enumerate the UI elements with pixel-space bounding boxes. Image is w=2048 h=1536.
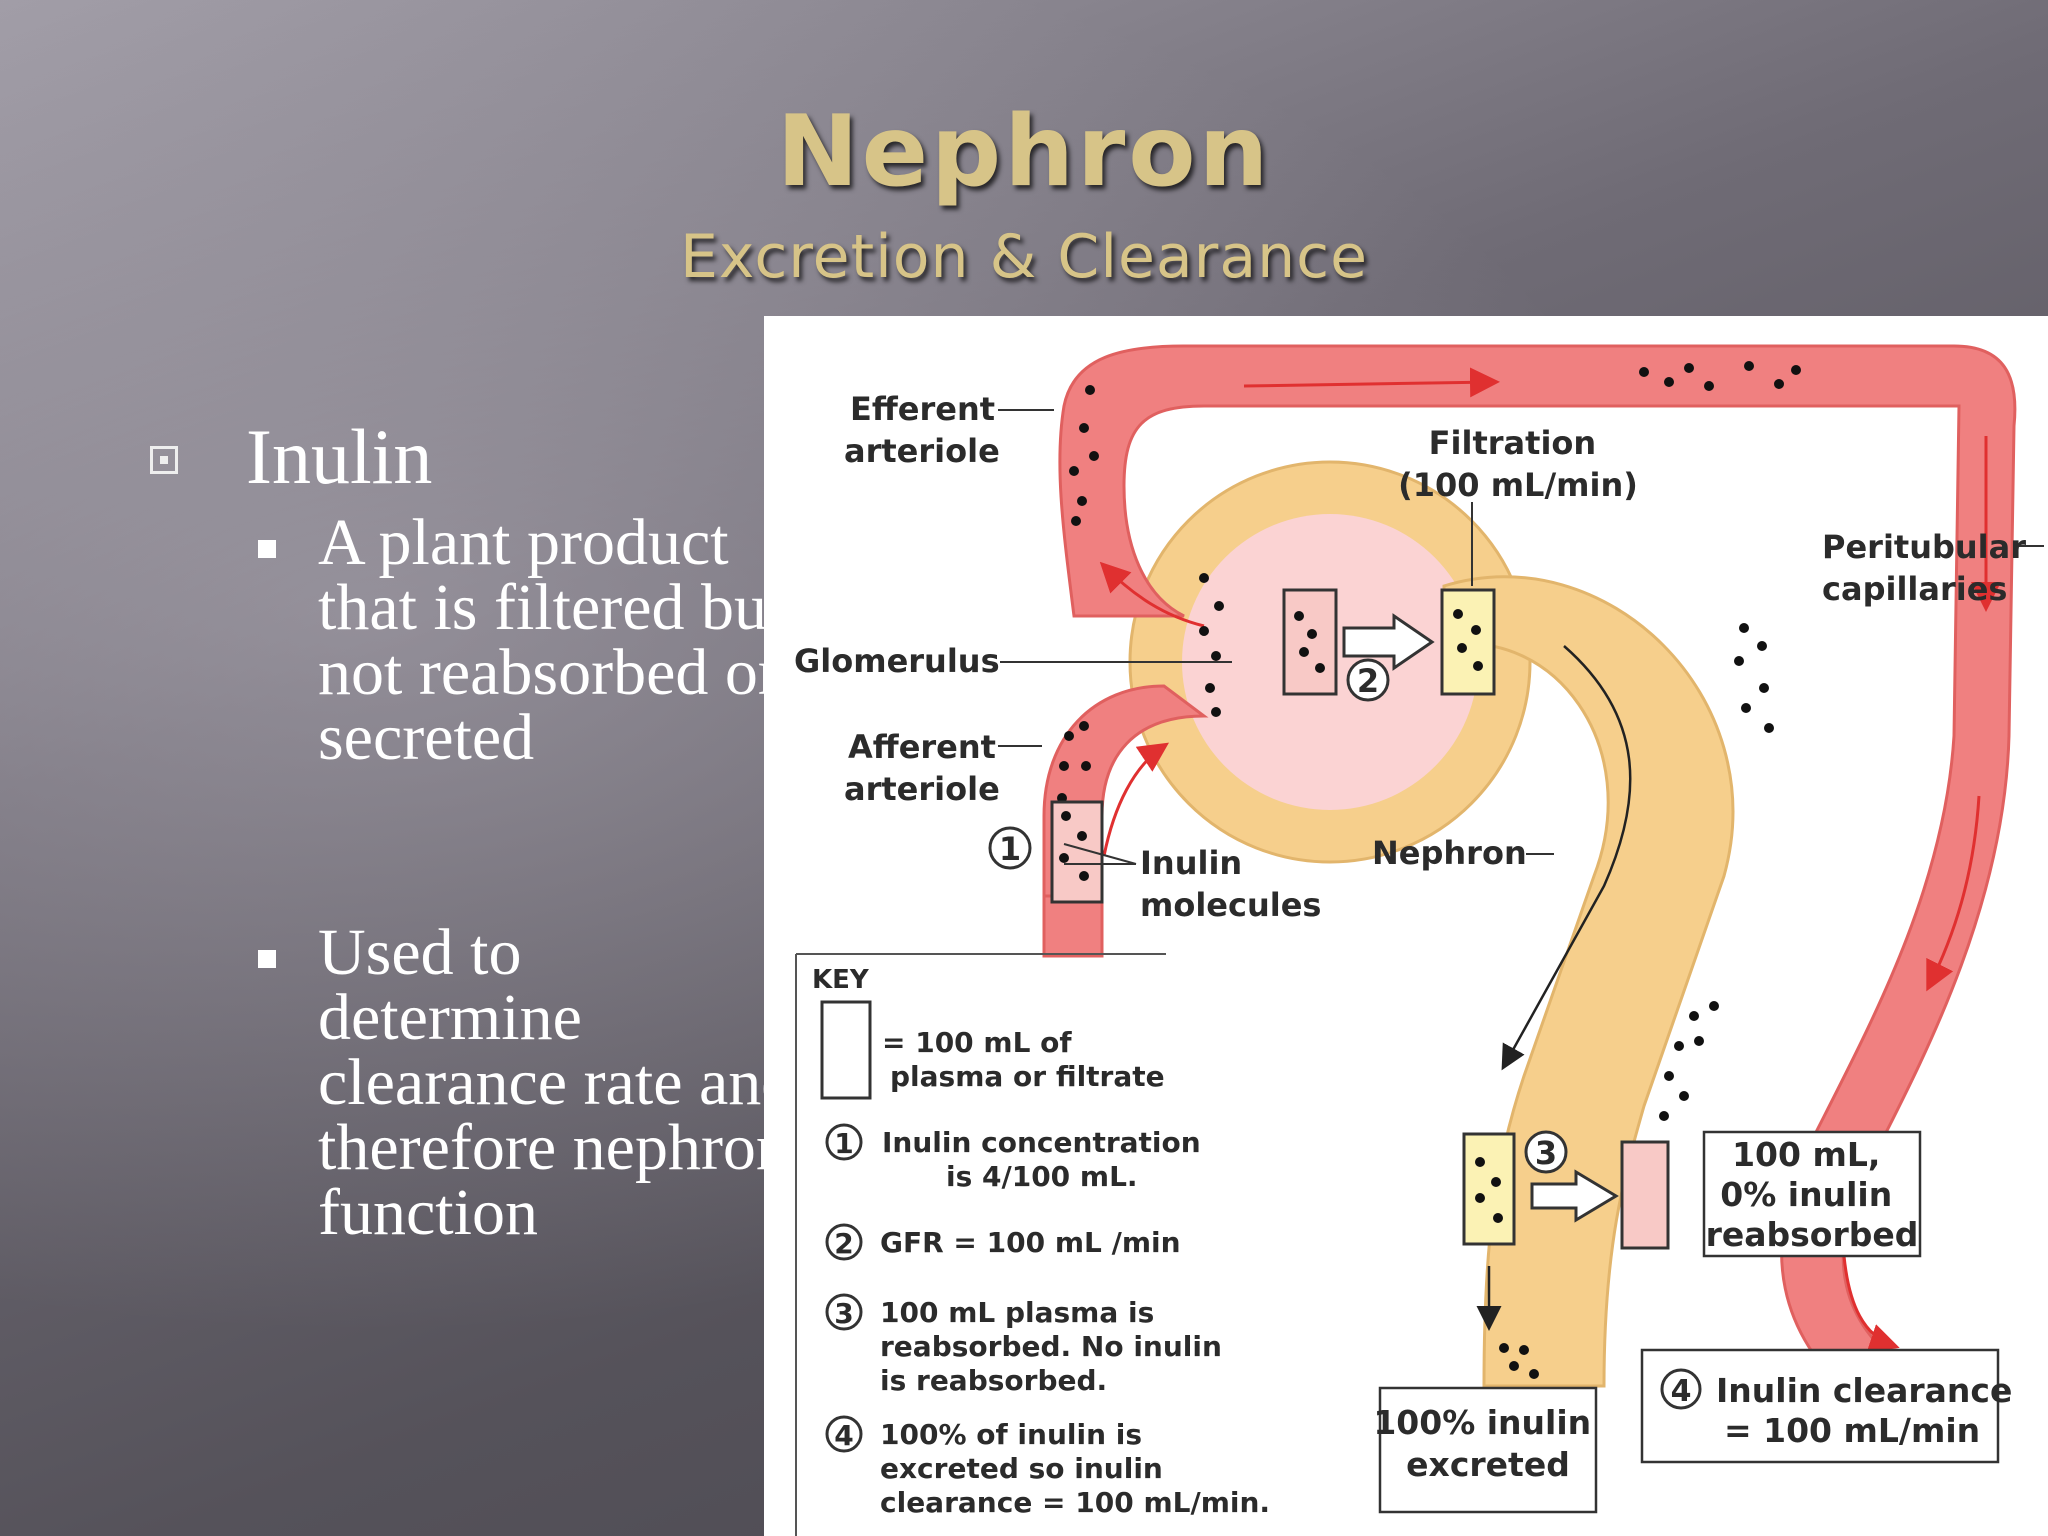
label-efferent: Efferent arteriole (844, 390, 1006, 470)
key-item-1-number: 1 (834, 1127, 853, 1160)
flow-arrow (1099, 561, 1205, 628)
label-glomerulus: Glomerulus (794, 642, 1000, 680)
key-panel: KEY = 100 mL of plasma or filtrate 1 Inu… (795, 953, 1270, 1536)
flow-arrow (1842, 1255, 1900, 1353)
afferent-arteriole-end (1042, 894, 1104, 958)
key-title: KEY (812, 965, 870, 995)
label-peritubular: Peritubular capillaries (1822, 528, 2037, 608)
plasma-box-2 (1282, 588, 1338, 696)
square-bullet-icon (258, 540, 276, 558)
excreted-text: 100% inulin excreted (1373, 1403, 1602, 1484)
reabsorbed-result-text: 100 mL, 0% inulin reabsorbed (1706, 1135, 1919, 1254)
step-3-number: 3 (1535, 1134, 1557, 1172)
excreted-box (1378, 1386, 1598, 1514)
step-2-number: 2 (1357, 662, 1379, 700)
step-4-number: 4 (1671, 1374, 1692, 1409)
filtration-arrow-icon (1342, 613, 1435, 671)
key-volume-box (820, 1000, 872, 1100)
reabsorbed-result-box (1702, 1130, 1922, 1258)
square-bullet-icon (258, 950, 276, 968)
filtrate-box (1440, 588, 1496, 696)
leader-lines (998, 409, 2044, 865)
tubule-flow-arrow (1501, 645, 1632, 1071)
step-4-circle (1660, 1368, 1702, 1410)
key-item-3-number: 3 (834, 1297, 853, 1330)
label-filtration: Filtration (100 mL/min) (1398, 424, 1638, 504)
label-nephron: Nephron (1372, 834, 1527, 872)
clearance-box (1640, 1348, 2000, 1464)
flow-arrow (1243, 367, 1500, 398)
slide-subtitle: Excretion & Clearance (679, 222, 1369, 292)
sub-bullet-text: A plant product that is filtered but not… (318, 506, 786, 774)
nephron-diagram: 1 2 3 Efferent arteriole Glomerulus Affe… (764, 316, 2048, 1536)
key-item-4-number: 4 (834, 1419, 853, 1452)
clearance-text: Inulin clearance = 100 mL/min (1716, 1371, 2024, 1450)
key-item-2-text: GFR = 100 mL /min (880, 1226, 1181, 1259)
key-box-text: = 100 mL of plasma or filtrate (882, 1026, 1165, 1093)
sub-bullet-text: Used to determine clearance rate and the… (318, 916, 795, 1249)
slide-title: Nephron (776, 95, 1272, 209)
step-circles: 1 2 3 (988, 658, 1568, 1174)
flow-arrow (1926, 795, 1981, 992)
flow-arrow (1102, 742, 1169, 857)
label-inulin-molecules: Inulin molecules (1140, 844, 1321, 924)
key-item-3-text: 100 mL plasma is reabsorbed. No inulin i… (880, 1296, 1232, 1397)
peritubular-capillary (1058, 344, 2017, 1408)
nephron-svg: 1 2 3 Efferent arteriole Glomerulus Affe… (794, 344, 2044, 1536)
reabsorption-arrow-icon (1530, 1169, 1619, 1223)
reabsorbed-box (1620, 1140, 1670, 1250)
bullet-marker-icon (150, 446, 178, 474)
bullet-main-text: Inulin (246, 413, 433, 500)
key-item-4-text: 100% of inulin is excreted so inulin cle… (880, 1418, 1270, 1519)
key-item-2-number: 2 (834, 1227, 853, 1260)
key-item-1-text: Inulin concentration is 4/100 mL. (882, 1126, 1210, 1193)
tubule (1442, 575, 1735, 1388)
urine-box (1462, 1132, 1516, 1246)
step-1-number: 1 (999, 830, 1021, 868)
inulin-dots (1057, 361, 1801, 1379)
label-afferent: Afferent arteriole (844, 728, 1007, 808)
